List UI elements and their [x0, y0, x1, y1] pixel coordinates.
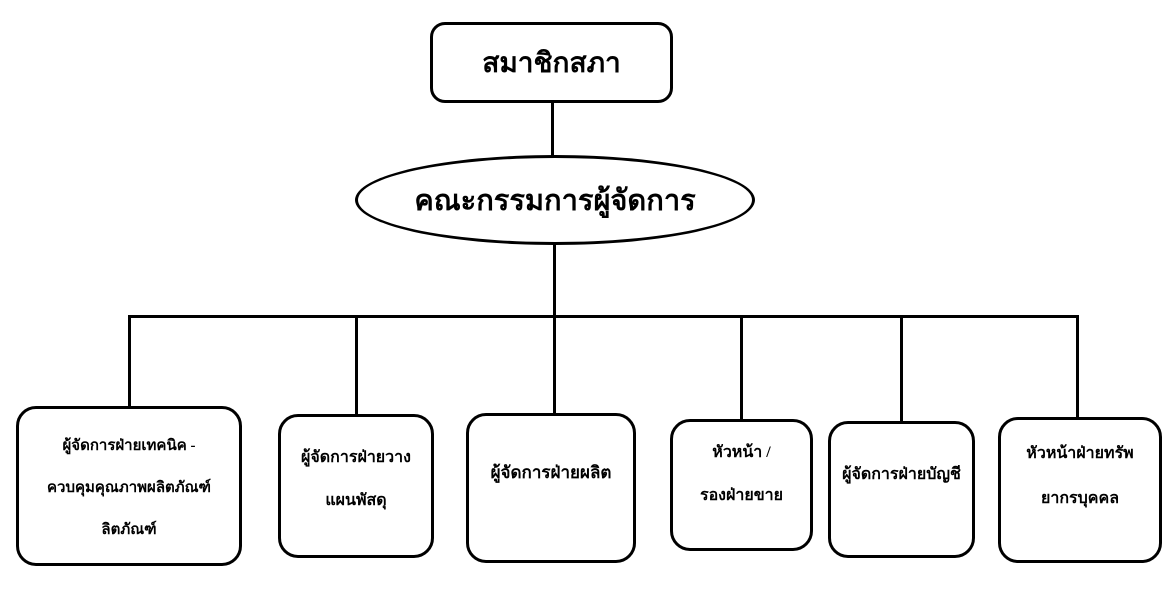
- connector-drop-planning: [355, 315, 358, 415]
- node-material-planning-manager-line-1: ผู้จัดการฝ่ายวาง: [301, 449, 411, 466]
- node-production-manager: ผู้จัดการฝ่ายผลิต: [466, 413, 636, 563]
- node-production-manager-line-1: ผู้จัดการฝ่ายผลิต: [490, 463, 612, 482]
- node-council-label: สมาชิกสภา: [482, 47, 621, 79]
- node-committee: คณะกรรมการผู้จัดการ: [355, 155, 755, 245]
- node-hr-head-line-1: หัวหน้าฝ่ายทรัพ: [1026, 445, 1134, 462]
- node-sales-head-line-1: หัวหน้า /: [712, 444, 771, 461]
- node-technical-qc-manager: ผู้จัดการฝ่ายเทคนิค - ควบคุมคุณภาพผลิตภั…: [16, 406, 242, 566]
- node-material-planning-manager-line-2: แผนพัสดุ: [325, 492, 387, 509]
- node-accounting-manager: ผู้จัดการฝ่ายบัญชี: [828, 421, 975, 558]
- node-technical-qc-manager-line-2: ควบคุมคุณภาพผลิตภัณฑ์: [46, 480, 212, 496]
- connector-horizontal-bus: [128, 315, 1078, 318]
- node-committee-label: คณะกรรมการผู้จัดการ: [414, 185, 696, 217]
- connector-drop-hr: [1076, 315, 1079, 418]
- node-accounting-manager-line-1: ผู้จัดการฝ่ายบัญชี: [842, 466, 961, 483]
- connector-root-to-committee: [551, 103, 554, 156]
- node-technical-qc-manager-line-3: ลิตภัณฑ์: [101, 522, 157, 538]
- connector-drop-accounting: [900, 315, 903, 422]
- node-technical-qc-manager-line-1: ผู้จัดการฝ่ายเทคนิค -: [62, 438, 196, 454]
- connector-committee-stem: [553, 243, 556, 415]
- node-hr-head-line-2: ยากรบุคคล: [1040, 490, 1119, 507]
- node-hr-head: หัวหน้าฝ่ายทรัพ ยากรบุคคล: [998, 417, 1162, 563]
- node-sales-head-line-2: รองฝ่ายขาย: [699, 487, 784, 504]
- connector-drop-technical: [128, 315, 131, 407]
- node-council: สมาชิกสภา: [430, 22, 673, 103]
- node-sales-head: หัวหน้า / รองฝ่ายขาย: [670, 419, 813, 551]
- connector-drop-sales: [740, 315, 743, 420]
- node-material-planning-manager: ผู้จัดการฝ่ายวาง แผนพัสดุ: [278, 414, 434, 558]
